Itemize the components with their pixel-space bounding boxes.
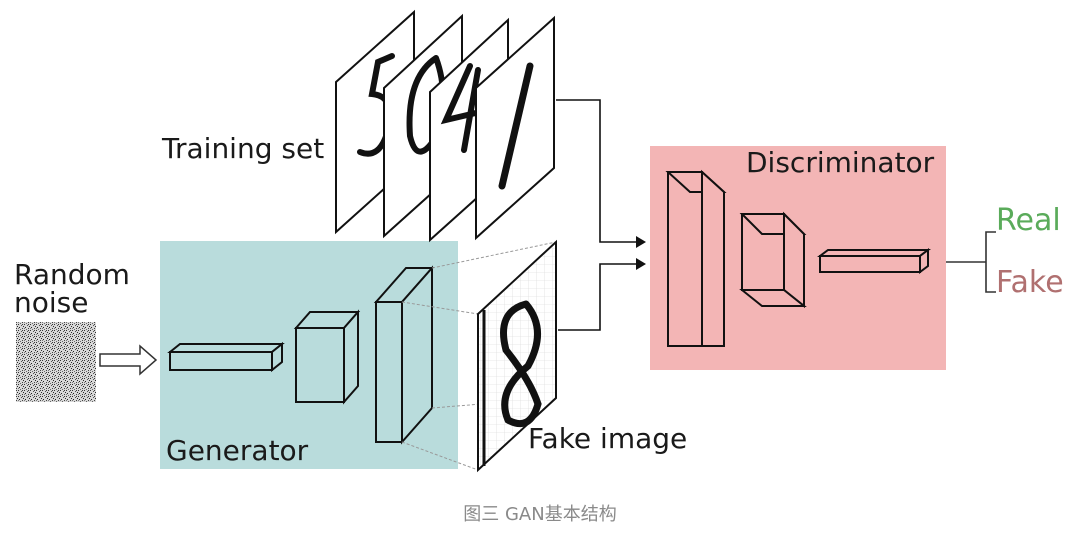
fake-image-arrow [558, 258, 646, 331]
discriminator-layer-3-top [817, 249, 931, 257]
random-noise-label-line2: noise [14, 286, 88, 319]
generator-layer-2-front [295, 327, 345, 403]
discriminator-label: Discriminator [746, 146, 935, 179]
training-set-arrow [556, 99, 646, 248]
discriminator-layer-2-bottom [739, 289, 807, 307]
digit-8-stroke [500, 300, 542, 427]
generator-layer-2-side [343, 309, 359, 405]
noise-to-generator-arrow [99, 344, 158, 376]
fake-image-label: Fake image [528, 422, 687, 455]
training-set-sheets [335, 9, 555, 243]
generator-layer-1-top [167, 343, 285, 353]
digit-4-stroke [440, 63, 483, 153]
generator-layers [167, 265, 435, 445]
discriminator-layer-3-side [919, 248, 929, 274]
random-noise-label-line1: Random [14, 258, 130, 291]
discriminator-layer-1-front [667, 171, 703, 347]
discriminator-layer-1-side [701, 169, 725, 347]
output-bracket [946, 231, 996, 293]
generator-layer-1-front [169, 351, 273, 371]
generator-layer-3-front [375, 301, 403, 443]
generator-label: Generator [166, 434, 309, 467]
random-noise-image [16, 322, 96, 402]
discriminator-layer-3-front [819, 255, 921, 273]
figure-caption: 图三 GAN基本结构 [463, 504, 617, 525]
discriminator-layers [665, 169, 931, 347]
generator-layer-1-side [271, 341, 283, 373]
digit-1-stroke [498, 62, 534, 190]
training-set-label: Training set [161, 132, 324, 165]
fake-label: Fake [996, 265, 1064, 300]
real-label: Real [996, 203, 1061, 238]
